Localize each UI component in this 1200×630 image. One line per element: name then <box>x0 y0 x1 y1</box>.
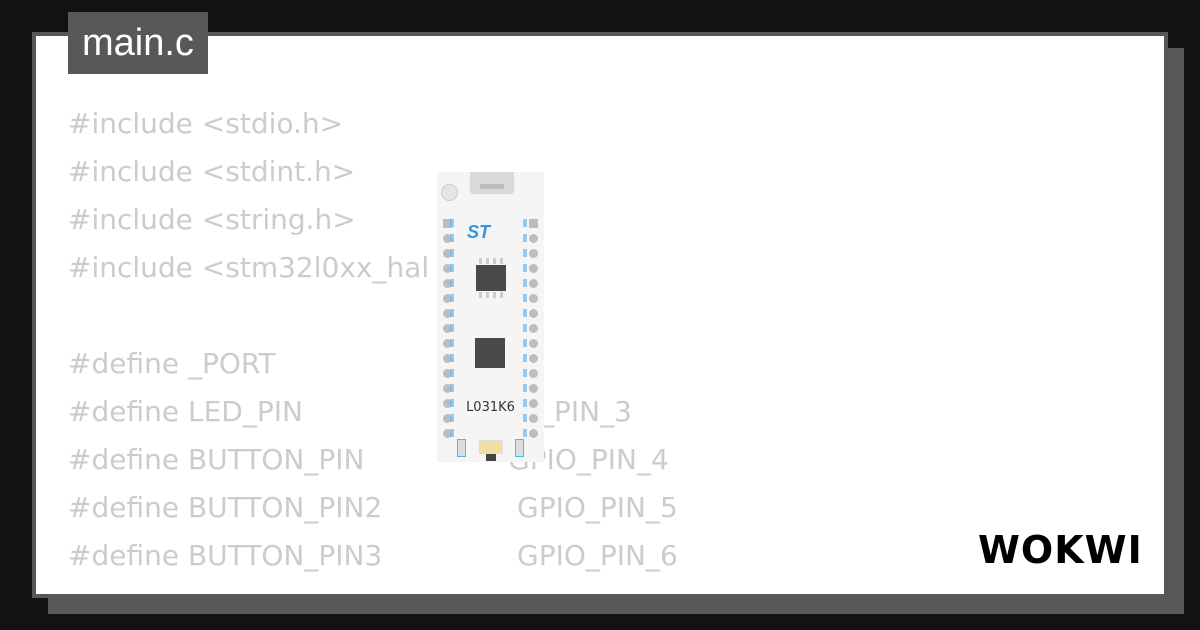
code-line: #include <stdio.h> <box>68 107 344 140</box>
pin-icon[interactable] <box>529 429 538 438</box>
pin-icon[interactable] <box>529 399 538 408</box>
pin-icon[interactable] <box>529 264 538 273</box>
pin-label <box>450 324 454 332</box>
pin-label <box>450 294 454 302</box>
pin-label <box>523 339 527 347</box>
pin-icon[interactable] <box>443 249 452 258</box>
pin-icon[interactable] <box>529 249 538 258</box>
pin-label <box>450 384 454 392</box>
pin-label <box>523 234 527 242</box>
pin-label <box>523 309 527 317</box>
pin-icon[interactable] <box>443 414 452 423</box>
pin-label <box>523 369 527 377</box>
pin-icon[interactable] <box>443 219 452 228</box>
wokwi-logo: WOKWI <box>978 528 1143 572</box>
define-value: GPIO_PIN_6 <box>517 539 678 572</box>
board-name: L031K6 <box>466 400 515 415</box>
led-icon <box>441 184 458 201</box>
pin-label <box>523 414 527 422</box>
led-icon <box>457 439 466 457</box>
pin-icon[interactable] <box>443 399 452 408</box>
pin-label <box>450 414 454 422</box>
pin-label <box>450 399 454 407</box>
pin-icon[interactable] <box>529 339 538 348</box>
code-line: #include <string.h> <box>68 203 356 236</box>
pin-label <box>523 399 527 407</box>
pin-label <box>450 369 454 377</box>
pin-label <box>523 279 527 287</box>
nucleo-board[interactable]: ST L031K6 <box>437 172 544 462</box>
pin-icon[interactable] <box>443 324 452 333</box>
code-panel <box>32 32 1168 598</box>
pin-label <box>523 429 527 437</box>
code-line: #define BUTTON_PIN <box>68 443 365 476</box>
pin-label <box>450 354 454 362</box>
code-line: #define LED_PIN <box>68 395 303 428</box>
pin-icon[interactable] <box>443 384 452 393</box>
pin-icon[interactable] <box>529 384 538 393</box>
pin-icon[interactable] <box>529 294 538 303</box>
code-line: #include <stm32l0xx_hal <box>68 251 430 284</box>
pin-label <box>523 384 527 392</box>
chip-icon <box>476 258 506 298</box>
pin-icon[interactable] <box>443 369 452 378</box>
reset-button[interactable] <box>479 440 503 461</box>
pin-label <box>523 264 527 272</box>
pin-icon[interactable] <box>529 369 538 378</box>
pin-label <box>450 279 454 287</box>
code-line: #define BUTTON_PIN2 <box>68 491 383 524</box>
pin-label <box>523 294 527 302</box>
pin-label <box>450 249 454 257</box>
usb-connector-icon <box>470 172 514 194</box>
led-icon <box>515 439 524 457</box>
pin-label <box>523 249 527 257</box>
pin-icon[interactable] <box>443 264 452 273</box>
pin-icon[interactable] <box>529 279 538 288</box>
pin-label <box>523 219 527 227</box>
code-line: #include <stdint.h> <box>68 155 356 188</box>
define-value: _PIN_3 <box>540 395 632 428</box>
file-tab[interactable]: main.c <box>68 12 208 74</box>
pin-icon[interactable] <box>529 414 538 423</box>
pin-label <box>450 234 454 242</box>
pin-icon[interactable] <box>529 234 538 243</box>
st-logo: ST <box>467 222 491 242</box>
pin-label <box>523 354 527 362</box>
pin-icon[interactable] <box>443 429 452 438</box>
pin-label <box>450 339 454 347</box>
mcu-chip-icon <box>475 338 505 368</box>
define-value: GPIO_PIN_5 <box>517 491 678 524</box>
pin-icon[interactable] <box>443 234 452 243</box>
pin-label <box>450 429 454 437</box>
pin-icon[interactable] <box>529 324 538 333</box>
pin-label <box>523 324 527 332</box>
pin-label <box>450 264 454 272</box>
pin-icon[interactable] <box>529 354 538 363</box>
pin-icon[interactable] <box>443 294 452 303</box>
pin-label <box>450 219 454 227</box>
code-line: #define _PORT <box>68 347 276 380</box>
pin-icon[interactable] <box>443 339 452 348</box>
pin-icon[interactable] <box>443 309 452 318</box>
pin-icon[interactable] <box>529 309 538 318</box>
pin-icon[interactable] <box>443 354 452 363</box>
code-line: #define BUTTON_PIN3 <box>68 539 383 572</box>
pin-label <box>450 309 454 317</box>
pin-icon[interactable] <box>529 219 538 228</box>
pin-icon[interactable] <box>443 279 452 288</box>
